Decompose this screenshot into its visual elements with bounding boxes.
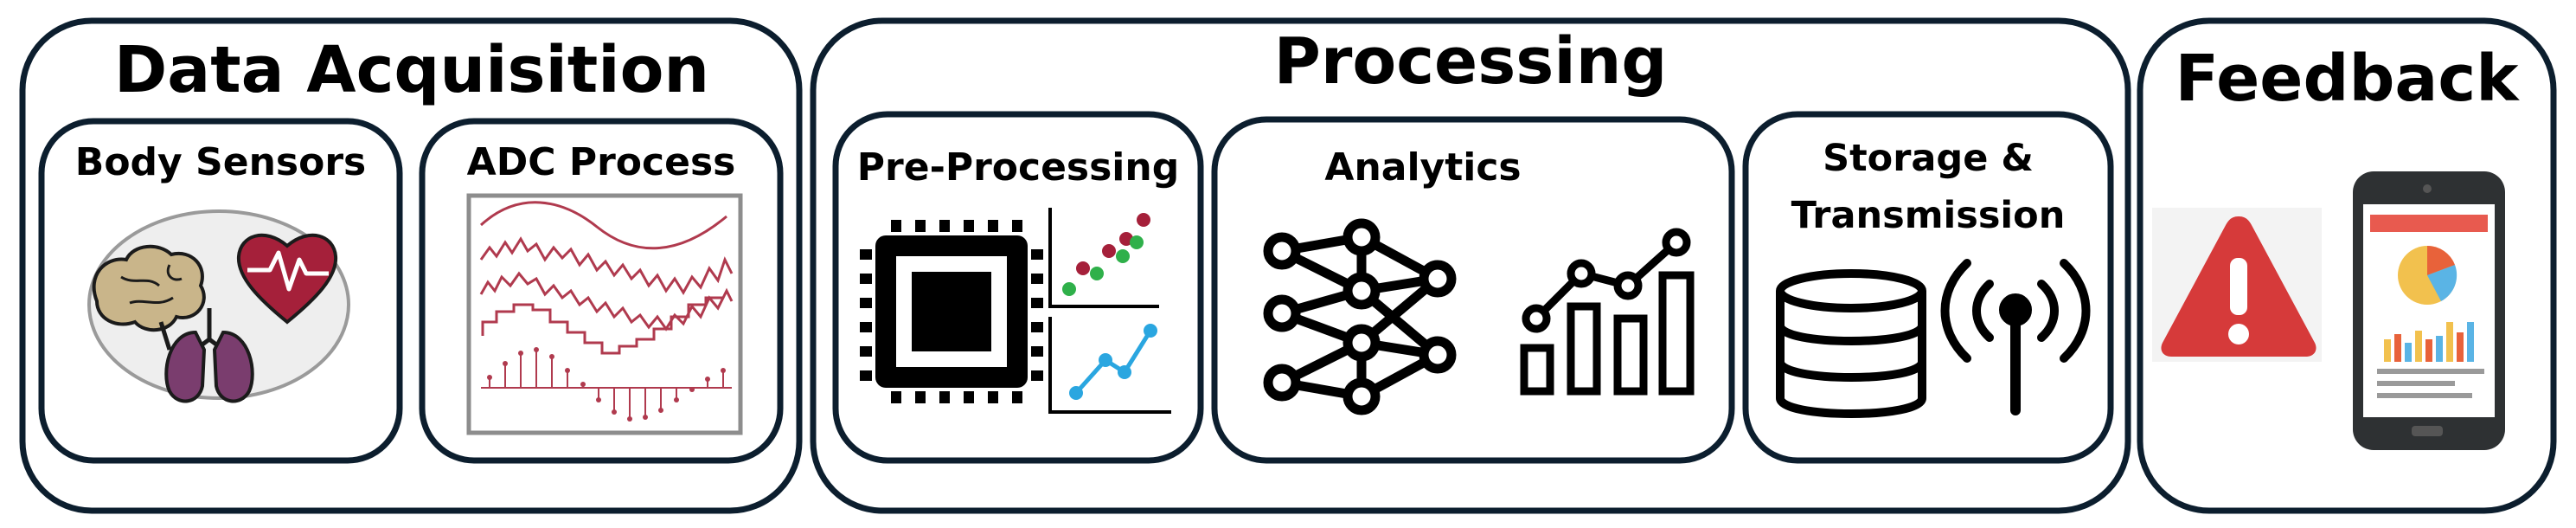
database-icon: [1776, 269, 1926, 418]
signal-chart-icon: [466, 193, 743, 435]
storage-label-line2: Transmission: [1791, 194, 2066, 237]
feedback-title: Feedback: [2175, 42, 2519, 116]
warning-icon: [2152, 208, 2322, 362]
analytics-card: [1211, 116, 1735, 464]
line-chart-icon: [1048, 317, 1171, 414]
storage-label-line1: Storage &: [1823, 137, 2034, 180]
organs-icon: [87, 209, 350, 403]
preprocessing-label: Pre-Processing: [856, 145, 1180, 190]
cpu-chip-icon: [860, 220, 1043, 403]
acquisition-title: Data Acquisition: [113, 33, 710, 107]
antenna-icon: [1940, 259, 2091, 415]
bar-trend-icon: [1520, 228, 1695, 396]
processing-title: Processing: [1273, 24, 1668, 99]
smartphone-dashboard-icon: [2353, 171, 2505, 450]
analytics-label: Analytics: [1324, 145, 1522, 190]
scatter-plot-icon: [1048, 208, 1159, 308]
adc-process-label: ADC Process: [466, 140, 736, 184]
neural-network-icon: [1263, 218, 1457, 415]
body-sensors-label: Body Sensors: [74, 140, 367, 184]
